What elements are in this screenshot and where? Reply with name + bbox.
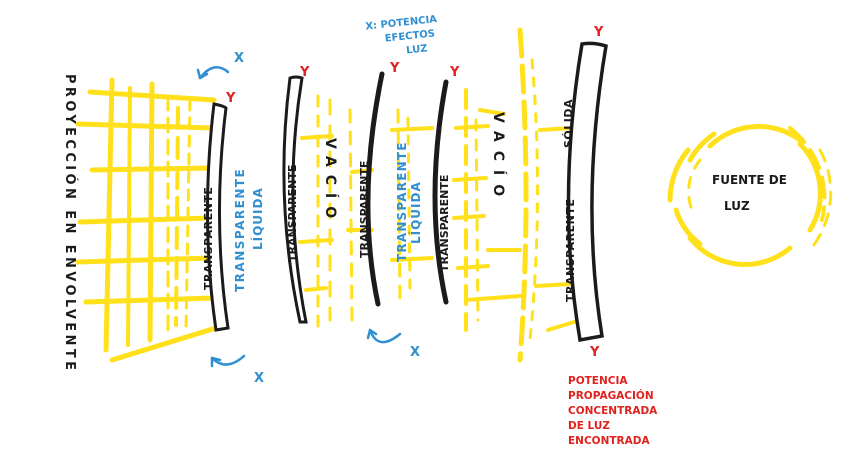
label-transparente-3: TRANSPARENTE [358, 161, 371, 258]
y-marker-6: Y [589, 345, 600, 360]
arrow-bottom-icon [210, 354, 246, 366]
y-note: POTENCIA PROPAGACIÓN CONCENTRADA DE LUZ … [568, 375, 658, 447]
pane-transparente [205, 102, 230, 332]
y-note-line3: CONCENTRADA [568, 405, 658, 417]
arrow-mid-icon [368, 328, 402, 344]
y-note-line1: POTENCIA [568, 375, 628, 387]
proyeccion-label: PROYECCIÓN EN ENVOLVENTE [62, 74, 78, 373]
x-note-line2: EFECTOS [384, 28, 435, 44]
label-transparente-liquida-1: TRANSPARENTE [233, 168, 247, 292]
x-note-line3: LUZ [406, 43, 428, 56]
y-note-line4: DE LUZ [568, 420, 610, 432]
fuente-label-line2: LUZ [724, 199, 750, 213]
vacio-label-1: VACÍO [322, 138, 339, 226]
panes [205, 41, 608, 343]
x-marker-1: X [234, 51, 244, 66]
rotation-arrows [196, 65, 402, 368]
vacio-text-1: VACÍO [322, 138, 339, 226]
y-marker-5: Y [593, 25, 604, 40]
vacio-label-2: VACÍO [490, 112, 507, 205]
y-marker-2: Y [299, 65, 310, 80]
label-liquida-2: LÍQUIDA [408, 181, 423, 244]
label-transparente-4: TRANSPARENTE [438, 175, 451, 272]
y-marker-1: Y [225, 91, 236, 106]
y-marker-3: Y [389, 61, 400, 76]
label-transparente-1: TRANSPARENTE [202, 187, 215, 290]
label-liquida-1: LÍQUIDA [250, 187, 265, 250]
pane-solida [566, 41, 608, 343]
label-transparente-liquida-2: TRANSPARENTE [395, 141, 409, 262]
vacio-text-2: VACÍO [490, 112, 507, 205]
label-transparente-2: TRANSPARENTE [286, 165, 299, 262]
y-marker-4: Y [449, 65, 460, 80]
label-solida: SÓLIDA [562, 99, 575, 148]
fuente-label-line1: FUENTE DE [712, 173, 787, 187]
y-note-line2: PROPAGACIÓN [568, 389, 654, 402]
pane-liquida-1 [282, 75, 308, 324]
light-source-rings [667, 123, 833, 267]
x-marker-3: X [410, 345, 420, 360]
label-transparente-solida: TRANSPARENTE [564, 199, 577, 302]
y-note-line5: ENCONTRADA [568, 435, 650, 447]
x-marker-2: X [254, 371, 264, 386]
projection-grid [75, 77, 219, 363]
pane-transparente-3 [432, 79, 449, 305]
pane-transparente-2 [365, 71, 385, 307]
x-note: X: POTENCIA EFECTOS LUZ [365, 14, 438, 56]
